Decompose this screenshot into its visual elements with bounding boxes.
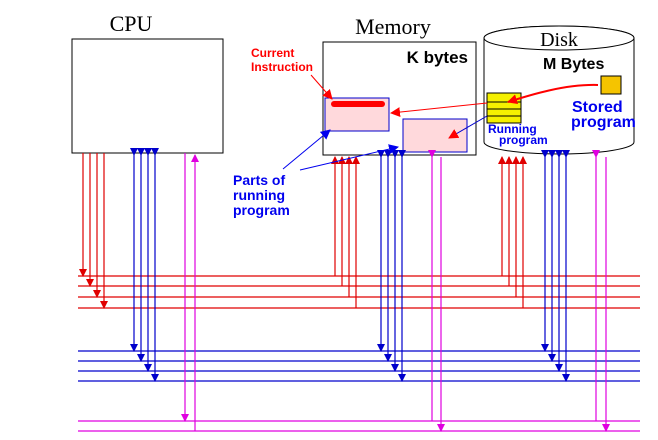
cpu-box bbox=[71, 38, 224, 154]
disk-size-label: M Bytes bbox=[543, 56, 604, 73]
stored-line-1: Stored bbox=[572, 99, 623, 116]
parts-pointer-arrow-1 bbox=[282, 129, 331, 170]
current-instruction-label: Current Instruction bbox=[251, 46, 313, 74]
copy-to-memory-arrow bbox=[390, 102, 488, 118]
parts-line-3: program bbox=[233, 202, 290, 218]
disk-top bbox=[483, 25, 635, 51]
parts-line-2: running bbox=[233, 187, 285, 203]
current-instruction-line-2: Instruction bbox=[251, 60, 313, 74]
parts-line-1: Parts of bbox=[233, 172, 285, 188]
disk-control-connectors bbox=[592, 150, 610, 432]
cpu-data-connectors bbox=[130, 148, 159, 382]
stored-line-2: program bbox=[571, 114, 636, 131]
cpu-control-connectors bbox=[181, 153, 199, 431]
memory-control-connectors bbox=[428, 150, 445, 432]
cpu-block: CPU bbox=[71, 11, 224, 154]
disk-data-connectors bbox=[541, 150, 570, 382]
running-program-block bbox=[486, 92, 522, 124]
address-bus bbox=[78, 275, 640, 309]
current-instruction-pointer-arrow bbox=[310, 74, 333, 100]
program-segment bbox=[402, 118, 468, 153]
load-program-arrow bbox=[507, 83, 599, 105]
memory-block: Memory K bytes bbox=[322, 14, 477, 156]
running-line-1: Running bbox=[488, 122, 537, 136]
disk-block: Disk M Bytes bbox=[483, 25, 635, 155]
memory-data-connectors bbox=[377, 150, 406, 382]
memory-size-label: K bytes bbox=[407, 48, 468, 67]
control-bus bbox=[78, 420, 640, 432]
memory-label: Memory bbox=[355, 14, 431, 39]
stored-program-label: Stored program bbox=[571, 99, 636, 131]
data-bus bbox=[78, 350, 640, 382]
cpu-address-connectors bbox=[79, 153, 108, 309]
running-program-pointer-arrow bbox=[448, 115, 488, 139]
current-instruction-line-1: Current bbox=[251, 46, 294, 60]
disk-label: Disk bbox=[540, 29, 578, 51]
parts-pointer-arrow-2 bbox=[299, 144, 399, 171]
cpu-label: CPU bbox=[110, 11, 153, 36]
disk-address-connectors bbox=[498, 156, 527, 308]
running-line-2: program bbox=[499, 133, 548, 147]
running-program-label: Running program bbox=[488, 122, 548, 147]
memory-address-connectors bbox=[331, 156, 360, 308]
parts-of-running-program-label: Parts of running program bbox=[233, 172, 290, 218]
stored-program-block bbox=[600, 75, 622, 95]
